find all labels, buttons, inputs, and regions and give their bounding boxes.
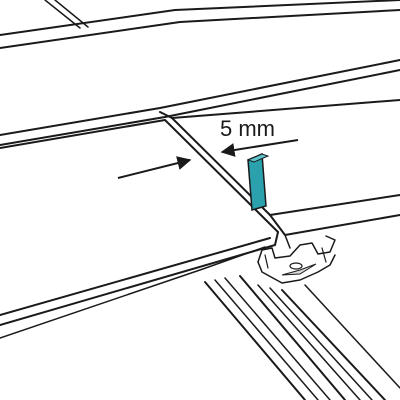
support-rail [204, 275, 400, 400]
right-arrow-icon [117, 156, 192, 179]
spacer-top-face [246, 153, 270, 163]
deck-board-far [0, 0, 400, 49]
hidden-fastener-clip [257, 235, 336, 284]
deck-board-middle [0, 59, 400, 146]
gap-dimension-label: 5 mm [220, 116, 275, 141]
screw-hole [289, 262, 303, 270]
deck-board-front [0, 119, 279, 339]
spacer-block [246, 152, 270, 211]
deck-board-pushed [159, 99, 400, 249]
left-arrow-icon [220, 139, 299, 157]
spacer-front-face [247, 152, 267, 211]
